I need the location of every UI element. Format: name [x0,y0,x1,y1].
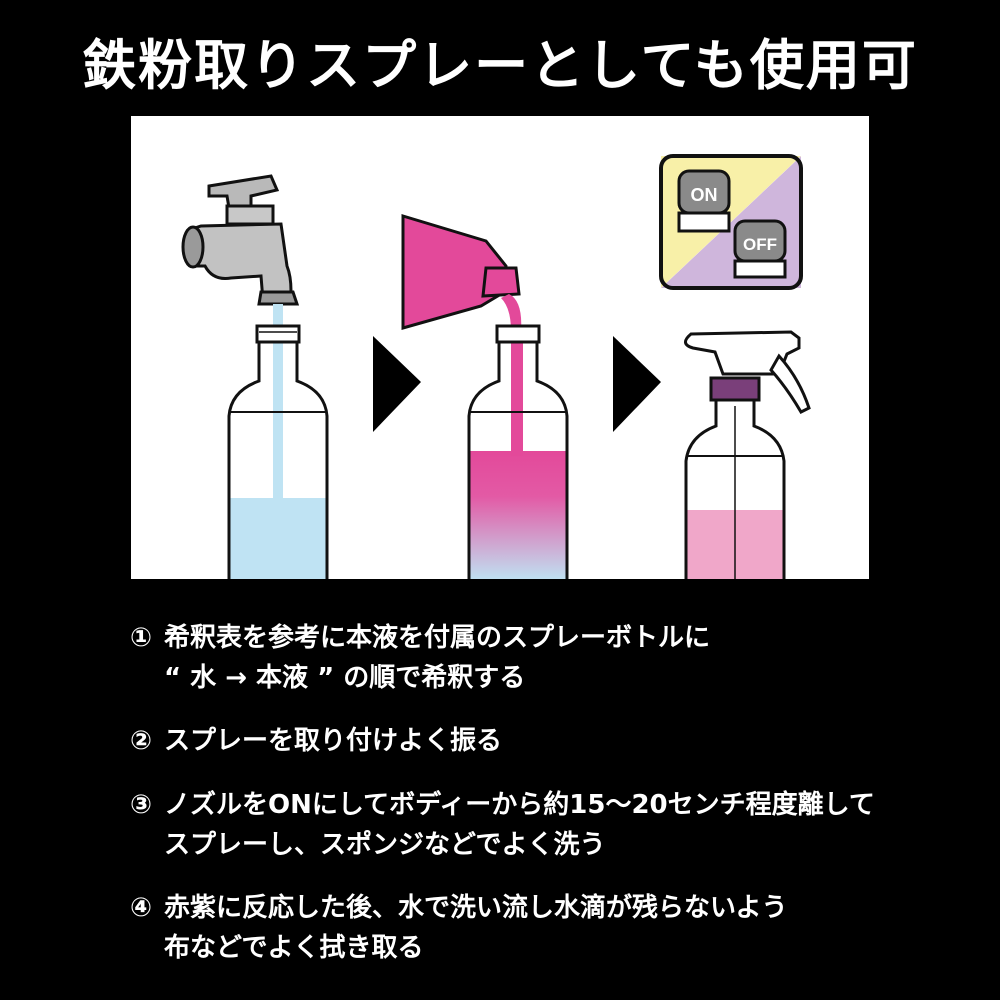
concentrate-jug-icon [401,213,521,330]
off-label: OFF [743,235,777,254]
step-number: ④ [130,893,153,923]
faucet-icon [181,174,300,306]
step-3: ③ ノズルをONにしてボディーから約15〜20センチ程度離して スプレーし、スポン… [130,785,875,865]
page-title: 鉄粉取りスプレーとしても使用可 [82,34,918,97]
step-number: ③ [130,790,153,820]
step-text-line2: 布などでよく拭き取る [164,933,424,963]
on-label: ON [691,185,718,205]
step-4: ④ 赤紫に反応した後、水で洗い流し水滴が残らないよう 布などでよく拭き取る [130,888,787,968]
step-text-line2: スプレーし、スポンジなどでよく洗う [164,830,606,860]
spray-bottle-icon [684,330,811,579]
step-text-line1: 赤紫に反応した後、水で洗い流し水滴が残らないよう [164,893,788,923]
step-number: ② [130,726,153,756]
arrow-right-icon [373,336,421,432]
nozzle-switch-inset: ON OFF [659,154,803,290]
step-text-line1: 希釈表を参考に本液を付属のスプレーボトルに [164,623,711,653]
step-2: ② スプレーを取り付けよく振る [130,721,502,761]
bottle-water [227,324,329,579]
step-1: ① 希釈表を参考に本液を付属のスプレーボトルに “ 水 → 本液 ” の順で希釈す… [130,618,710,698]
step-text-line2: “ 水 → 本液 ” の順で希釈する [164,663,526,693]
on-switch-icon: ON [677,169,731,233]
bottle-mixing [467,324,569,579]
step-text-line1: ノズルをONにしてボディーから約15〜20センチ程度離して [164,790,875,820]
off-switch-icon: OFF [733,219,787,279]
step-number: ① [130,623,153,653]
illustration-panel: ON OFF [131,116,869,579]
step-text-line1: スプレーを取り付けよく振る [164,726,503,756]
arrow-right-icon [613,336,661,432]
